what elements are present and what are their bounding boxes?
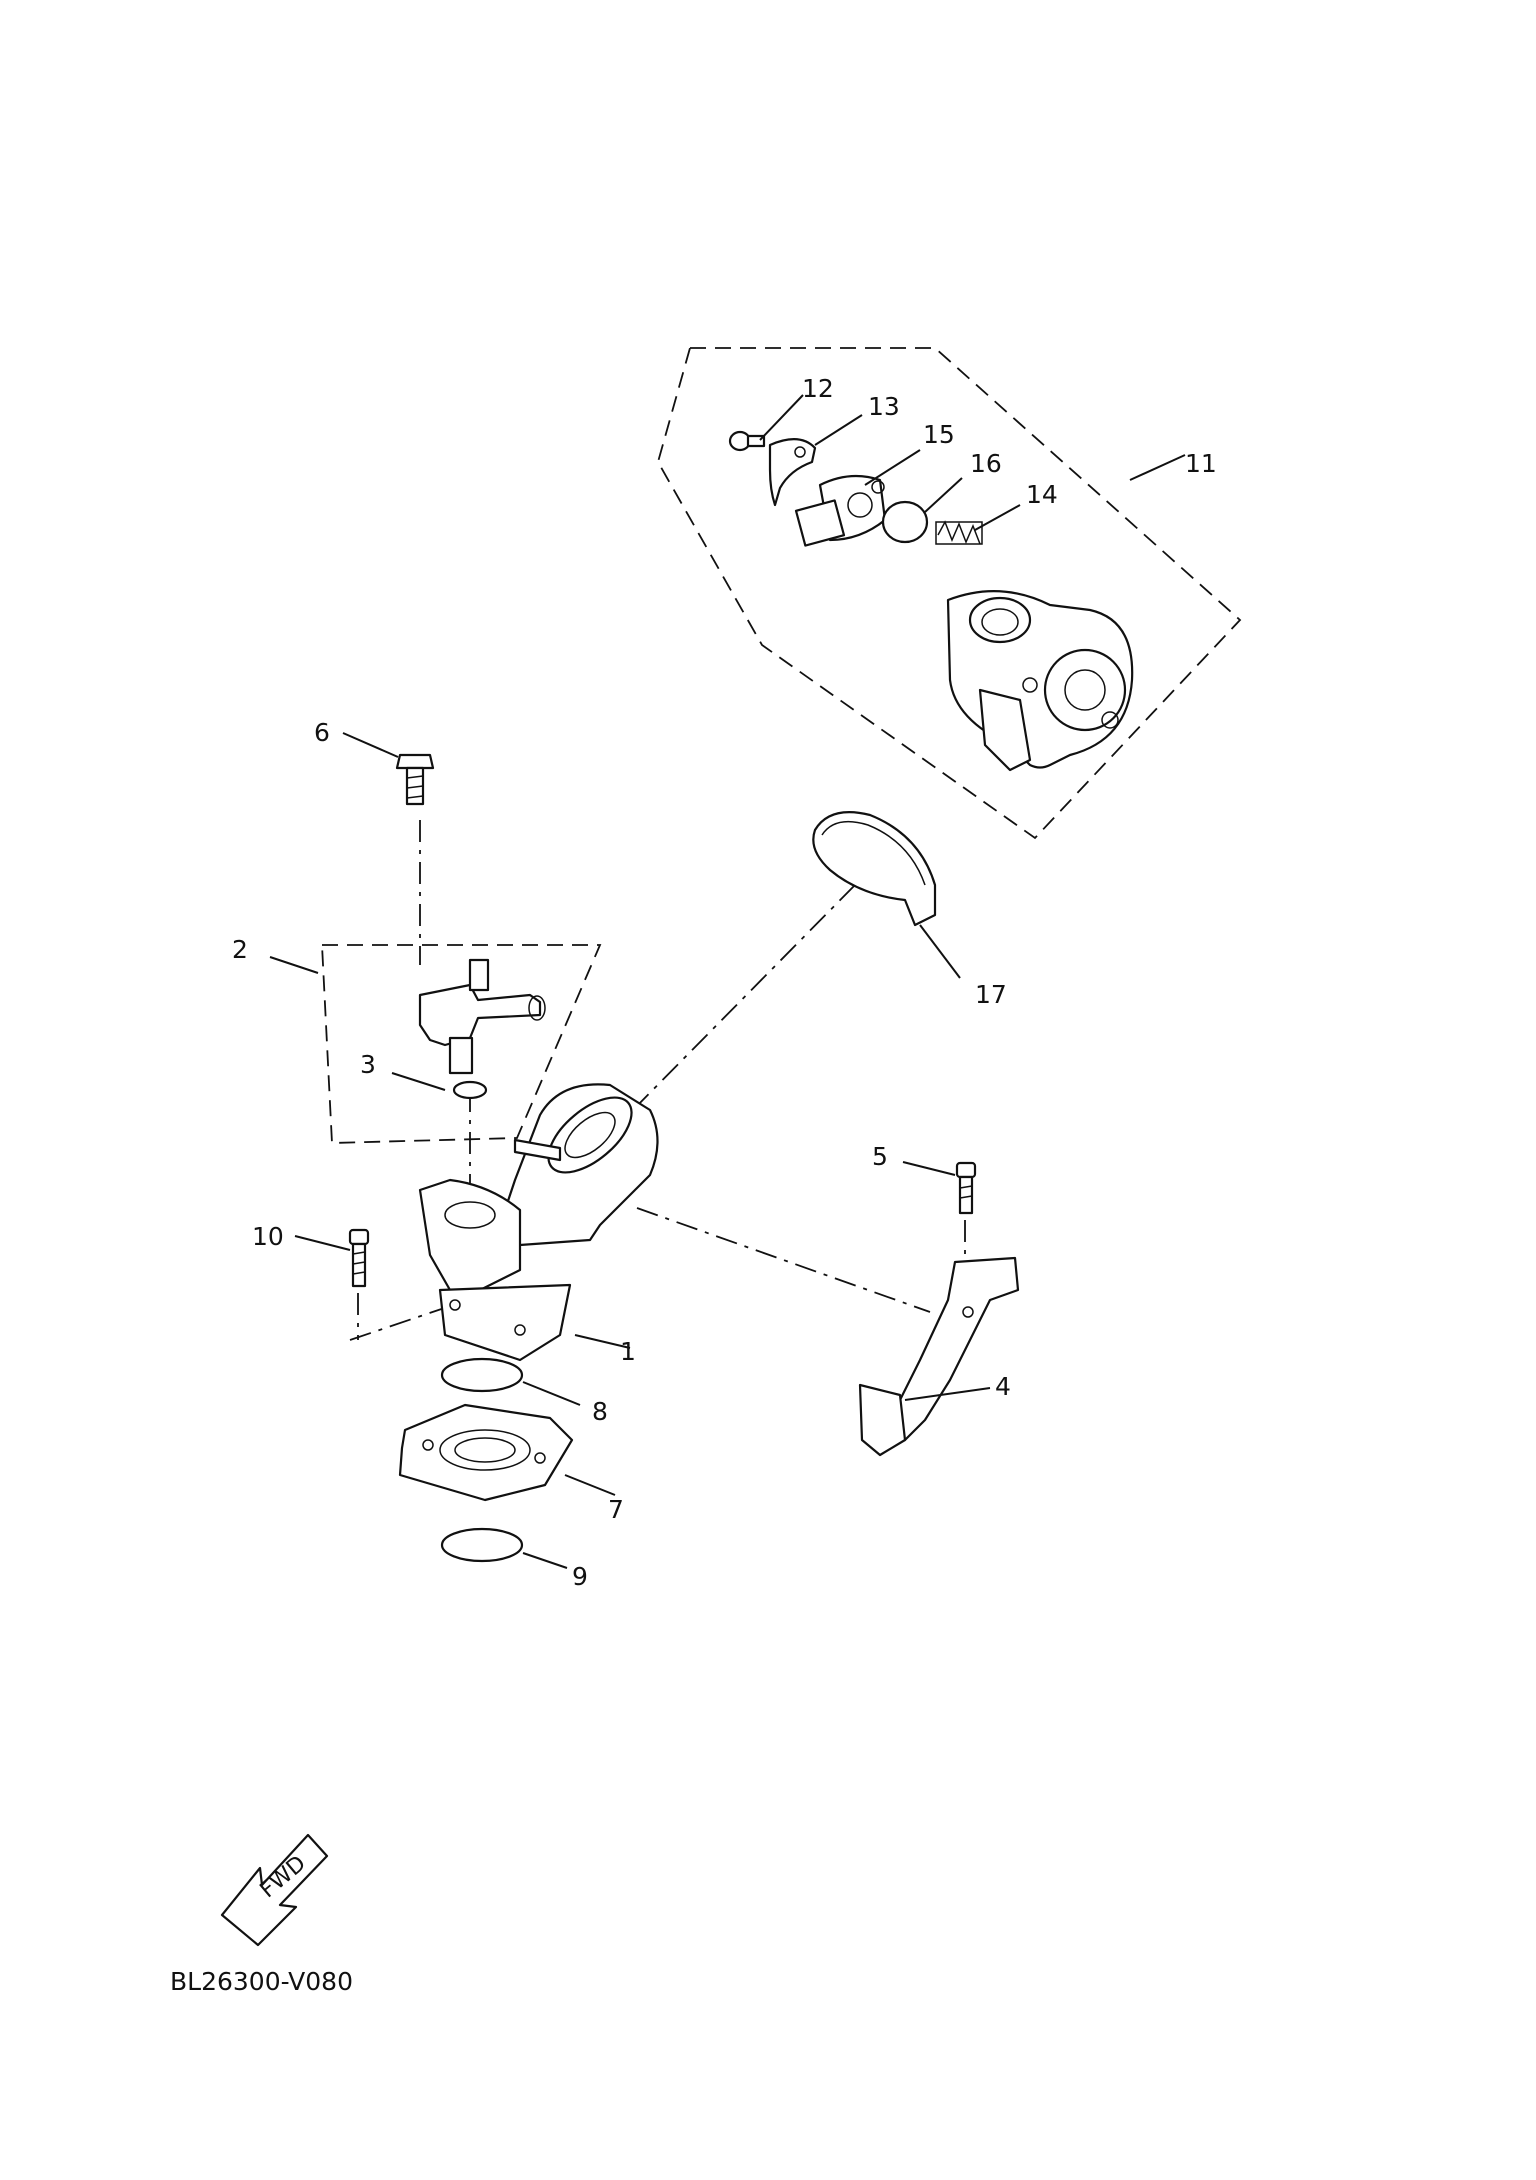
part-16-seal bbox=[881, 500, 929, 544]
callout-2: 2 bbox=[232, 935, 248, 964]
callout-11: 11 bbox=[1185, 449, 1217, 478]
callout-10: 10 bbox=[252, 1222, 284, 1251]
callout-5: 5 bbox=[872, 1142, 888, 1171]
part-10-screw bbox=[348, 1228, 370, 1288]
part-5-screw bbox=[955, 1161, 977, 1215]
assembly-2-group-outline bbox=[321, 944, 602, 1144]
part-4-bracket bbox=[858, 1256, 1020, 1457]
assembly-11-group-outline bbox=[657, 347, 1242, 840]
callout-14: 14 bbox=[1026, 480, 1058, 509]
fwd-arrow-icon: FWD bbox=[220, 1833, 329, 1947]
callout-3: 3 bbox=[360, 1050, 376, 1079]
callout-7: 7 bbox=[608, 1495, 624, 1524]
part-15-sensor bbox=[794, 474, 887, 547]
throttle-body bbox=[946, 590, 1134, 772]
part-13-plate bbox=[768, 438, 817, 507]
callout-15: 15 bbox=[923, 420, 955, 449]
drawing-code: BL26300-V080 bbox=[170, 1967, 353, 1996]
callout-8: 8 bbox=[592, 1397, 608, 1426]
part-17-hose-clamp bbox=[812, 811, 937, 927]
part-12-screw bbox=[728, 430, 766, 452]
part-8-gasket bbox=[440, 1357, 524, 1393]
part-1-intake-manifold bbox=[418, 1083, 659, 1362]
callout-12: 12 bbox=[802, 374, 834, 403]
part-9-gasket bbox=[440, 1527, 524, 1563]
callout-1: 1 bbox=[620, 1337, 636, 1366]
part-7-insulator bbox=[398, 1403, 574, 1502]
fuel-injector bbox=[418, 958, 546, 1075]
callout-labels: 1 2 3 4 5 6 7 8 9 10 11 12 13 14 15 16 1… bbox=[232, 374, 1217, 1591]
leader-lines bbox=[269, 394, 1186, 1569]
part-3-o-ring bbox=[452, 1080, 488, 1100]
callout-9: 9 bbox=[572, 1562, 588, 1591]
part-14-spring bbox=[935, 520, 983, 545]
callout-4: 4 bbox=[995, 1372, 1011, 1401]
callout-17: 17 bbox=[975, 980, 1007, 1009]
callout-16: 16 bbox=[970, 449, 1002, 478]
callout-13: 13 bbox=[868, 392, 900, 421]
callout-6: 6 bbox=[314, 718, 330, 747]
part-6-bolt bbox=[395, 753, 435, 806]
